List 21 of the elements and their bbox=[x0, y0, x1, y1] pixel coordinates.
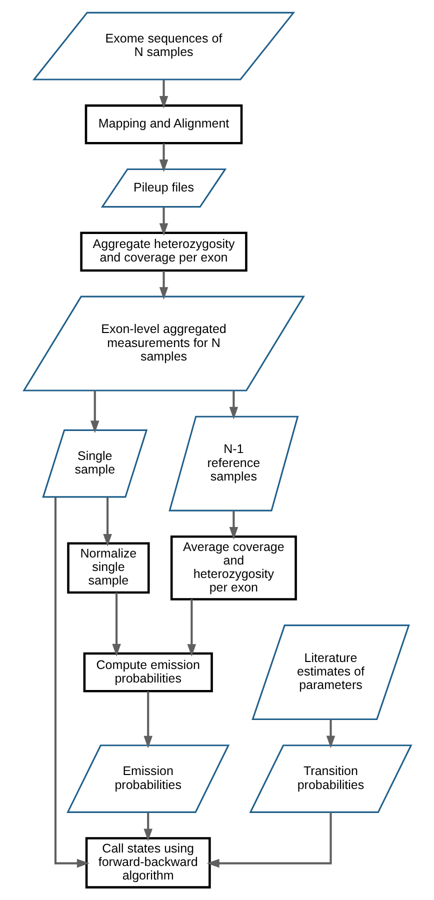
arrow bbox=[206, 812, 332, 868]
arrow bbox=[112, 592, 120, 656]
arrow bbox=[158, 80, 168, 109]
arrow bbox=[102, 497, 112, 546]
arrow bbox=[143, 812, 152, 842]
arrow bbox=[326, 719, 335, 748]
node-box: Average coverage and heterozygosity per exon bbox=[170, 535, 296, 600]
arrow bbox=[143, 691, 152, 748]
node-box: Call states using forward-backward algorithm bbox=[84, 837, 210, 888]
arrow bbox=[228, 390, 238, 420]
arrow bbox=[186, 599, 196, 657]
arrow bbox=[228, 510, 238, 540]
node-box: Compute emission probabilities bbox=[82, 652, 212, 692]
arrow bbox=[158, 207, 168, 236]
arrow bbox=[90, 390, 99, 434]
node-box: Mapping and Alignment bbox=[84, 104, 242, 144]
arrow bbox=[54, 497, 89, 868]
node-box: Aggregate heterozygosity and coverage per exon bbox=[80, 232, 247, 272]
arrow bbox=[158, 143, 168, 172]
node-box: Normalize single sample bbox=[66, 542, 150, 594]
arrow bbox=[158, 270, 168, 300]
